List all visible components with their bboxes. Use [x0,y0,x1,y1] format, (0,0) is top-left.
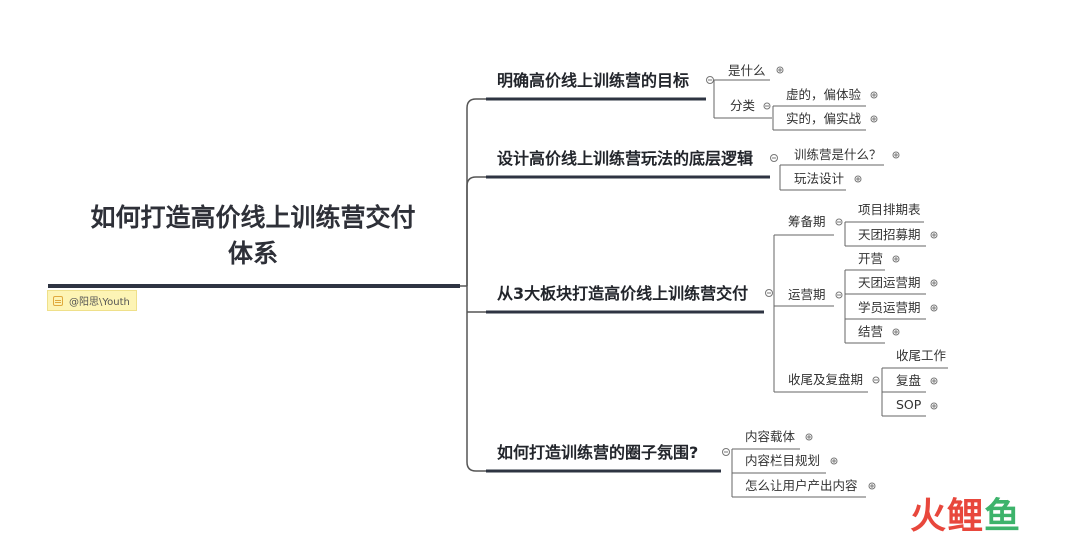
topic-team-ops[interactable]: 天团运营期 [858,275,921,290]
watermark-char-3: 鱼 [984,496,1022,537]
topic-practical[interactable]: 实的，偏实战 [786,111,862,126]
watermark-char-2: 鲤 [947,496,985,537]
watermark-char-1: 火 [910,496,948,537]
watermark-logo: 火鲤鱼 [910,487,1021,539]
topic-wrapup-work[interactable]: 收尾工作 [896,348,947,363]
topic-virtual-experience[interactable]: 虚的，偏体验 [786,87,862,102]
topic-content-columns[interactable]: 内容栏目规划 [745,453,821,468]
topic-student-ops[interactable]: 学员运营期 [858,300,921,315]
root-title-line2: 体系 [227,239,278,268]
topic-wrapup-review[interactable]: 收尾及复盘期 [788,372,864,387]
topic-closing[interactable]: 结营 [858,324,884,339]
root-title-line1: 如何打造高价线上训练营交付 [90,203,416,232]
topic-user-content[interactable]: 怎么让用户产出内容 [745,478,858,493]
topic-review[interactable]: 复盘 [896,373,922,388]
branch-4-topic[interactable]: 如何打造训练营的圈子氛围? [497,443,699,462]
label-tag[interactable]: @阳思\Youth [47,290,137,311]
branch-2-topic[interactable]: 设计高价线上训练营玩法的底层逻辑 [497,149,754,168]
topic-preparation[interactable]: 筹备期 [788,214,826,229]
topic-opening[interactable]: 开营 [858,251,884,266]
topic-team-recruit[interactable]: 天团招募期 [858,227,921,242]
tag-label: @阳思\Youth [69,297,130,308]
topic-category[interactable]: 分类 [730,98,756,113]
topic-content-carrier[interactable]: 内容载体 [745,429,796,444]
branch-3-topic[interactable]: 从3大板块打造高价线上训练营交付 [497,284,749,303]
branch-1-topic[interactable]: 明确高价线上训练营的目标 [497,71,690,90]
trunk-to-branch-2 [466,176,486,286]
topic-what-is[interactable]: 是什么 [728,63,766,78]
trunk-to-branch-4 [466,312,486,472]
topic-schedule[interactable]: 项目排期表 [858,202,921,217]
topic-operation[interactable]: 运营期 [788,287,826,302]
root-topic[interactable]: 如何打造高价线上训练营交付 体系 [63,200,443,272]
topic-gameplay-design[interactable]: 玩法设计 [794,171,845,186]
topic-camp-what[interactable]: 训练营是什么？ [794,147,882,162]
note-icon [53,295,63,306]
topic-sop[interactable]: SOP [896,397,922,412]
trunk-to-branch-1 [466,98,486,286]
